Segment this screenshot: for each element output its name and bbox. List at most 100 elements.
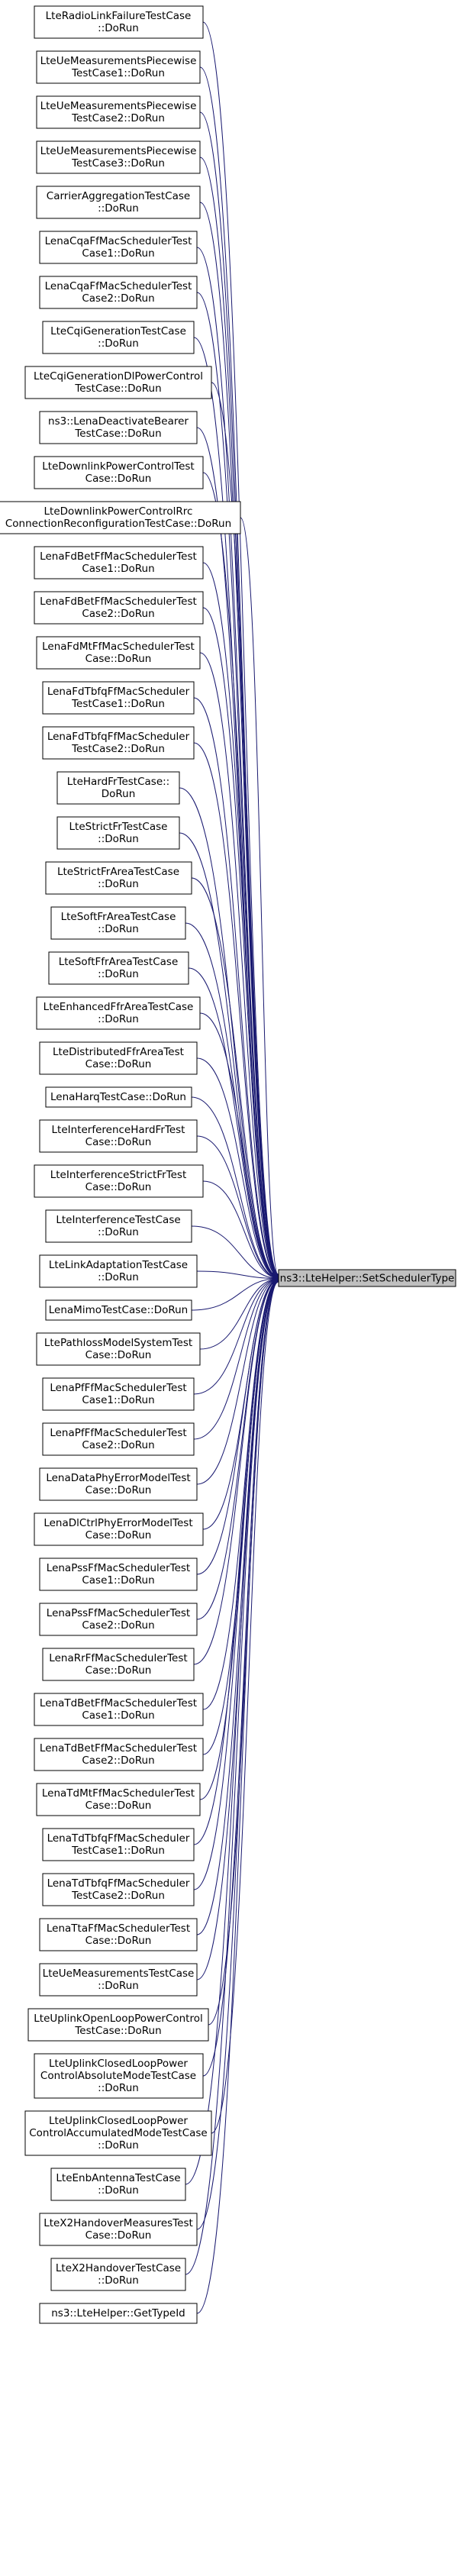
caller-node-box (50, 906, 186, 940)
call-edge-lte-enhanced-ffr-area (199, 1012, 279, 1281)
caller-node-lte-hard-fr[interactable]: LteHardFrTestCase::DoRun (56, 771, 180, 805)
call-edge-lte-pathloss-model-system (199, 1275, 279, 1350)
caller-node-label: LenaPfFfMacSchedulerTest (50, 1427, 186, 1439)
caller-node-label: ns3::LenaDeactivateBearer (48, 415, 189, 428)
caller-node-label: LtePathlossModelSystemTest (44, 1337, 192, 1349)
caller-node-label: LenaHarqTestCase::DoRun (50, 1091, 186, 1103)
caller-node-lte-enb-antenna[interactable]: LteEnbAntennaTestCase::DoRun (50, 2168, 186, 2201)
caller-node-lte-ue-measurements[interactable]: LteUeMeasurementsTestCase::DoRun (39, 1963, 198, 1997)
caller-node-label: CarrierAggregationTestCase (47, 190, 190, 202)
caller-node-label: LteStrictFrAreaTestCase (57, 866, 179, 878)
caller-node-label: LteInterferenceHardFrTest (52, 1124, 185, 1136)
caller-node-label: ::DoRun (98, 1226, 139, 1238)
caller-node-box (36, 636, 201, 670)
caller-node-box (56, 816, 180, 850)
caller-node-lte-helper-get-type-id[interactable]: ns3::LteHelper::GetTypeId (39, 2303, 198, 2324)
caller-node-box (36, 50, 201, 84)
caller-node-label: TestCase1::DoRun (71, 1845, 165, 1857)
call-edge-lena-fd-tbfq-ff1 (193, 697, 279, 1280)
caller-node-lte-link-adaptation[interactable]: LteLinkAdaptationTestCase::DoRun (39, 1254, 198, 1288)
caller-node-box (34, 456, 204, 489)
caller-node-label: ::DoRun (98, 878, 139, 890)
caller-node-label: LenaCqaFfMacSchedulerTest (45, 280, 192, 292)
caller-node-box (39, 1558, 198, 1591)
caller-node-lte-ue-meas-piecewise3[interactable]: LteUeMeasurementsPiecewiseTestCase3::DoR… (36, 140, 201, 174)
call-edge-lte-cqi-generation-dl-power (211, 382, 279, 1279)
caller-node-lte-x2-handover[interactable]: LteX2HandoverTestCase::DoRun (50, 2258, 186, 2291)
caller-node-lte-soft-fr-area[interactable]: LteSoftFrAreaTestCase::DoRun (50, 906, 186, 940)
caller-node-lte-cqi-generation-dl-power[interactable]: LteCqiGenerationDlPowerControlTestCase::… (24, 366, 212, 399)
caller-node-label: TestCase2::DoRun (71, 743, 165, 755)
caller-node-label: Case1::DoRun (82, 1574, 154, 1587)
call-edge-lte-soft-ffr-area (188, 967, 279, 1281)
call-edge-lte-uplink-closed-loop-absolute (202, 1278, 279, 2077)
caller-node-label: LenaTdBetFfMacSchedulerTest (40, 1697, 197, 1709)
caller-node-lte-uplink-closed-loop-accumulated[interactable]: LteUplinkClosedLoopPowerControlAccumulat… (24, 2110, 212, 2156)
caller-node-label: LenaTdBetFfMacSchedulerTest (40, 1742, 197, 1754)
caller-node-box (34, 546, 204, 579)
caller-node-label: TestCase2::DoRun (71, 1890, 165, 1902)
caller-node-lte-soft-ffr-area[interactable]: LteSoftFfrAreaTestCase::DoRun (48, 951, 189, 985)
call-edge-lte-uplink-open-loop-power (208, 1278, 279, 2026)
caller-node-box (50, 2258, 186, 2291)
caller-node-box (42, 321, 195, 354)
caller-node-label: ::DoRun (98, 2139, 139, 2152)
caller-node-carrier-aggregation[interactable]: CarrierAggregationTestCase::DoRun (36, 186, 201, 219)
caller-node-lte-uplink-closed-loop-absolute[interactable]: LteUplinkClosedLoopPowerControlAbsoluteM… (34, 2053, 204, 2099)
caller-node-lte-strict-fr[interactable]: LteStrictFrTestCase::DoRun (56, 816, 180, 850)
caller-node-label: Case::DoRun (85, 653, 152, 665)
call-edge-lena-fd-bet-ff2 (202, 607, 279, 1280)
caller-node-lte-enhanced-ffr-area[interactable]: LteEnhancedFfrAreaTestCase::DoRun (36, 996, 201, 1030)
caller-node-lte-ue-meas-piecewise2[interactable]: LteUeMeasurementsPiecewiseTestCase2::DoR… (36, 95, 201, 129)
caller-node-lena-mimo[interactable]: LenaMimoTestCase::DoRun (45, 1299, 192, 1321)
caller-node-label: TestCase2::DoRun (71, 112, 165, 124)
caller-node-lena-harq[interactable]: LenaHarqTestCase::DoRun (45, 1086, 192, 1108)
caller-node-label: TestCase1::DoRun (71, 698, 165, 710)
caller-node-lte-radio-link-failure[interactable]: LteRadioLinkFailureTestCase::DoRun (34, 5, 204, 39)
caller-node-lte-downlink-power-control-rrc[interactable]: LteDownlinkPowerControlRrcConnectionReco… (0, 501, 241, 534)
caller-node-label: LenaDlCtrlPhyErrorModelTest (44, 1517, 192, 1529)
caller-node-lte-ue-meas-piecewise1[interactable]: LteUeMeasurementsPiecewiseTestCase1::DoR… (36, 50, 201, 84)
caller-node-label: Case2::DoRun (82, 1754, 154, 1767)
caller-node-lte-strict-fr-area[interactable]: LteStrictFrAreaTestCase::DoRun (45, 861, 192, 895)
caller-node-lte-cqi-generation[interactable]: LteCqiGenerationTestCase::DoRun (42, 321, 195, 354)
target-node-scheduler-type[interactable]: ns3::LteHelper::SetSchedulerType (278, 1269, 456, 1287)
call-edge-carrier-aggregation (199, 202, 279, 1278)
caller-node-label: LenaMimoTestCase::DoRun (49, 1304, 189, 1316)
caller-node-label: Case::DoRun (85, 1181, 152, 1193)
call-edge-lte-strict-fr-area (191, 877, 279, 1280)
caller-node-label: ControlAccumulatedModeTestCase (29, 2127, 208, 2139)
caller-node-box (42, 726, 195, 760)
caller-node-lte-interference[interactable]: LteInterferenceTestCase::DoRun (45, 1209, 192, 1243)
caller-node-label: ::DoRun (98, 2082, 139, 2094)
caller-node-lte-uplink-open-loop-power[interactable]: LteUplinkOpenLoopPowerControlTestCase::D… (27, 2008, 209, 2042)
